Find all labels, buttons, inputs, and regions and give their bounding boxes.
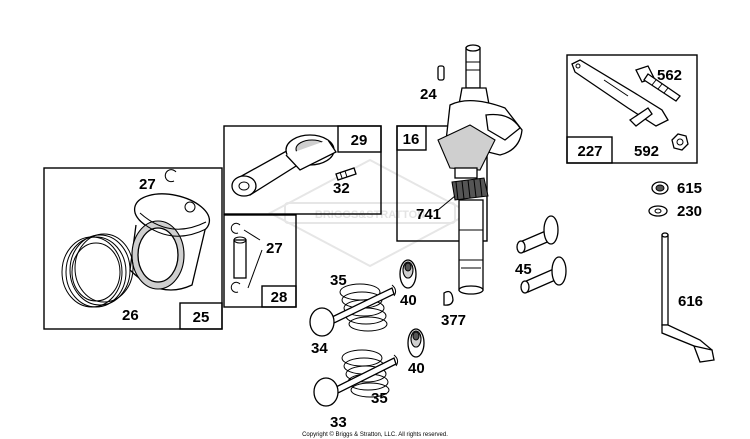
nut-615[interactable] xyxy=(651,181,669,195)
tappet-lower[interactable] xyxy=(520,256,567,294)
label-40-lower: 40 xyxy=(408,360,425,377)
piston-illustration xyxy=(129,193,211,291)
lever-bolt xyxy=(635,65,681,102)
piston-rings xyxy=(61,233,134,308)
crankshaft-illustration xyxy=(437,44,523,295)
washer-230[interactable] xyxy=(648,205,668,217)
valve-retainer-upper[interactable] xyxy=(399,259,417,289)
label-741: 741 xyxy=(416,206,441,223)
woodruff-key[interactable] xyxy=(443,290,454,306)
connecting-rod-box[interactable]: 29 32 xyxy=(223,125,382,215)
governor-shaft[interactable] xyxy=(661,232,715,363)
label-615: 615 xyxy=(677,180,702,197)
copyright-notice: Copyright © Briggs & Stratton, LLC. All … xyxy=(302,431,448,438)
box-number-25: 25 xyxy=(193,309,210,326)
box-number-29: 29 xyxy=(351,132,368,149)
pin-retainer-top xyxy=(230,222,241,234)
label-35-upper: 35 xyxy=(330,272,347,289)
label-34: 34 xyxy=(311,340,328,357)
valve-spring-upper[interactable] xyxy=(309,283,397,337)
piston-assembly-box[interactable]: 25 27 26 xyxy=(43,167,223,330)
valve-retainer-lower[interactable] xyxy=(407,328,425,358)
label-32: 32 xyxy=(333,180,350,197)
box-number-28: 28 xyxy=(271,289,288,306)
retaining-ring-top xyxy=(164,169,177,183)
label-45: 45 xyxy=(515,261,532,278)
valve-head-lower xyxy=(313,377,339,407)
label-562: 562 xyxy=(657,67,682,84)
label-616: 616 xyxy=(678,293,703,310)
label-35-lower: 35 xyxy=(371,390,388,407)
label-27-pin: 27 xyxy=(266,240,283,257)
label-230: 230 xyxy=(677,203,702,220)
pin-retainer-bottom xyxy=(230,281,241,293)
governor-lever-illustration xyxy=(571,59,669,127)
label-26: 26 xyxy=(122,307,139,324)
valve-head-upper xyxy=(309,307,335,337)
label-27-top: 27 xyxy=(139,176,156,193)
piston-pin-box[interactable]: 28 27 xyxy=(223,214,297,308)
piston-pin xyxy=(233,239,247,279)
crankshaft-box[interactable]: 16 741 xyxy=(396,44,523,295)
label-24: 24 xyxy=(420,86,437,103)
lever-nut xyxy=(671,133,689,151)
valve-spring-lower[interactable] xyxy=(313,349,399,407)
watermark-text: BRIGGS&STRATTON xyxy=(315,209,425,221)
box-number-227: 227 xyxy=(577,143,602,160)
box-number-16: 16 xyxy=(403,131,420,148)
label-377: 377 xyxy=(441,312,466,329)
crank-key xyxy=(437,65,445,81)
connecting-rod-illustration xyxy=(231,134,337,197)
tappet-upper[interactable] xyxy=(516,215,559,254)
governor-lever-box[interactable]: 227 562 592 xyxy=(566,54,698,164)
rod-bolt xyxy=(335,167,357,181)
label-592: 592 xyxy=(634,143,659,160)
label-40-upper: 40 xyxy=(400,292,417,309)
label-33: 33 xyxy=(330,414,347,431)
